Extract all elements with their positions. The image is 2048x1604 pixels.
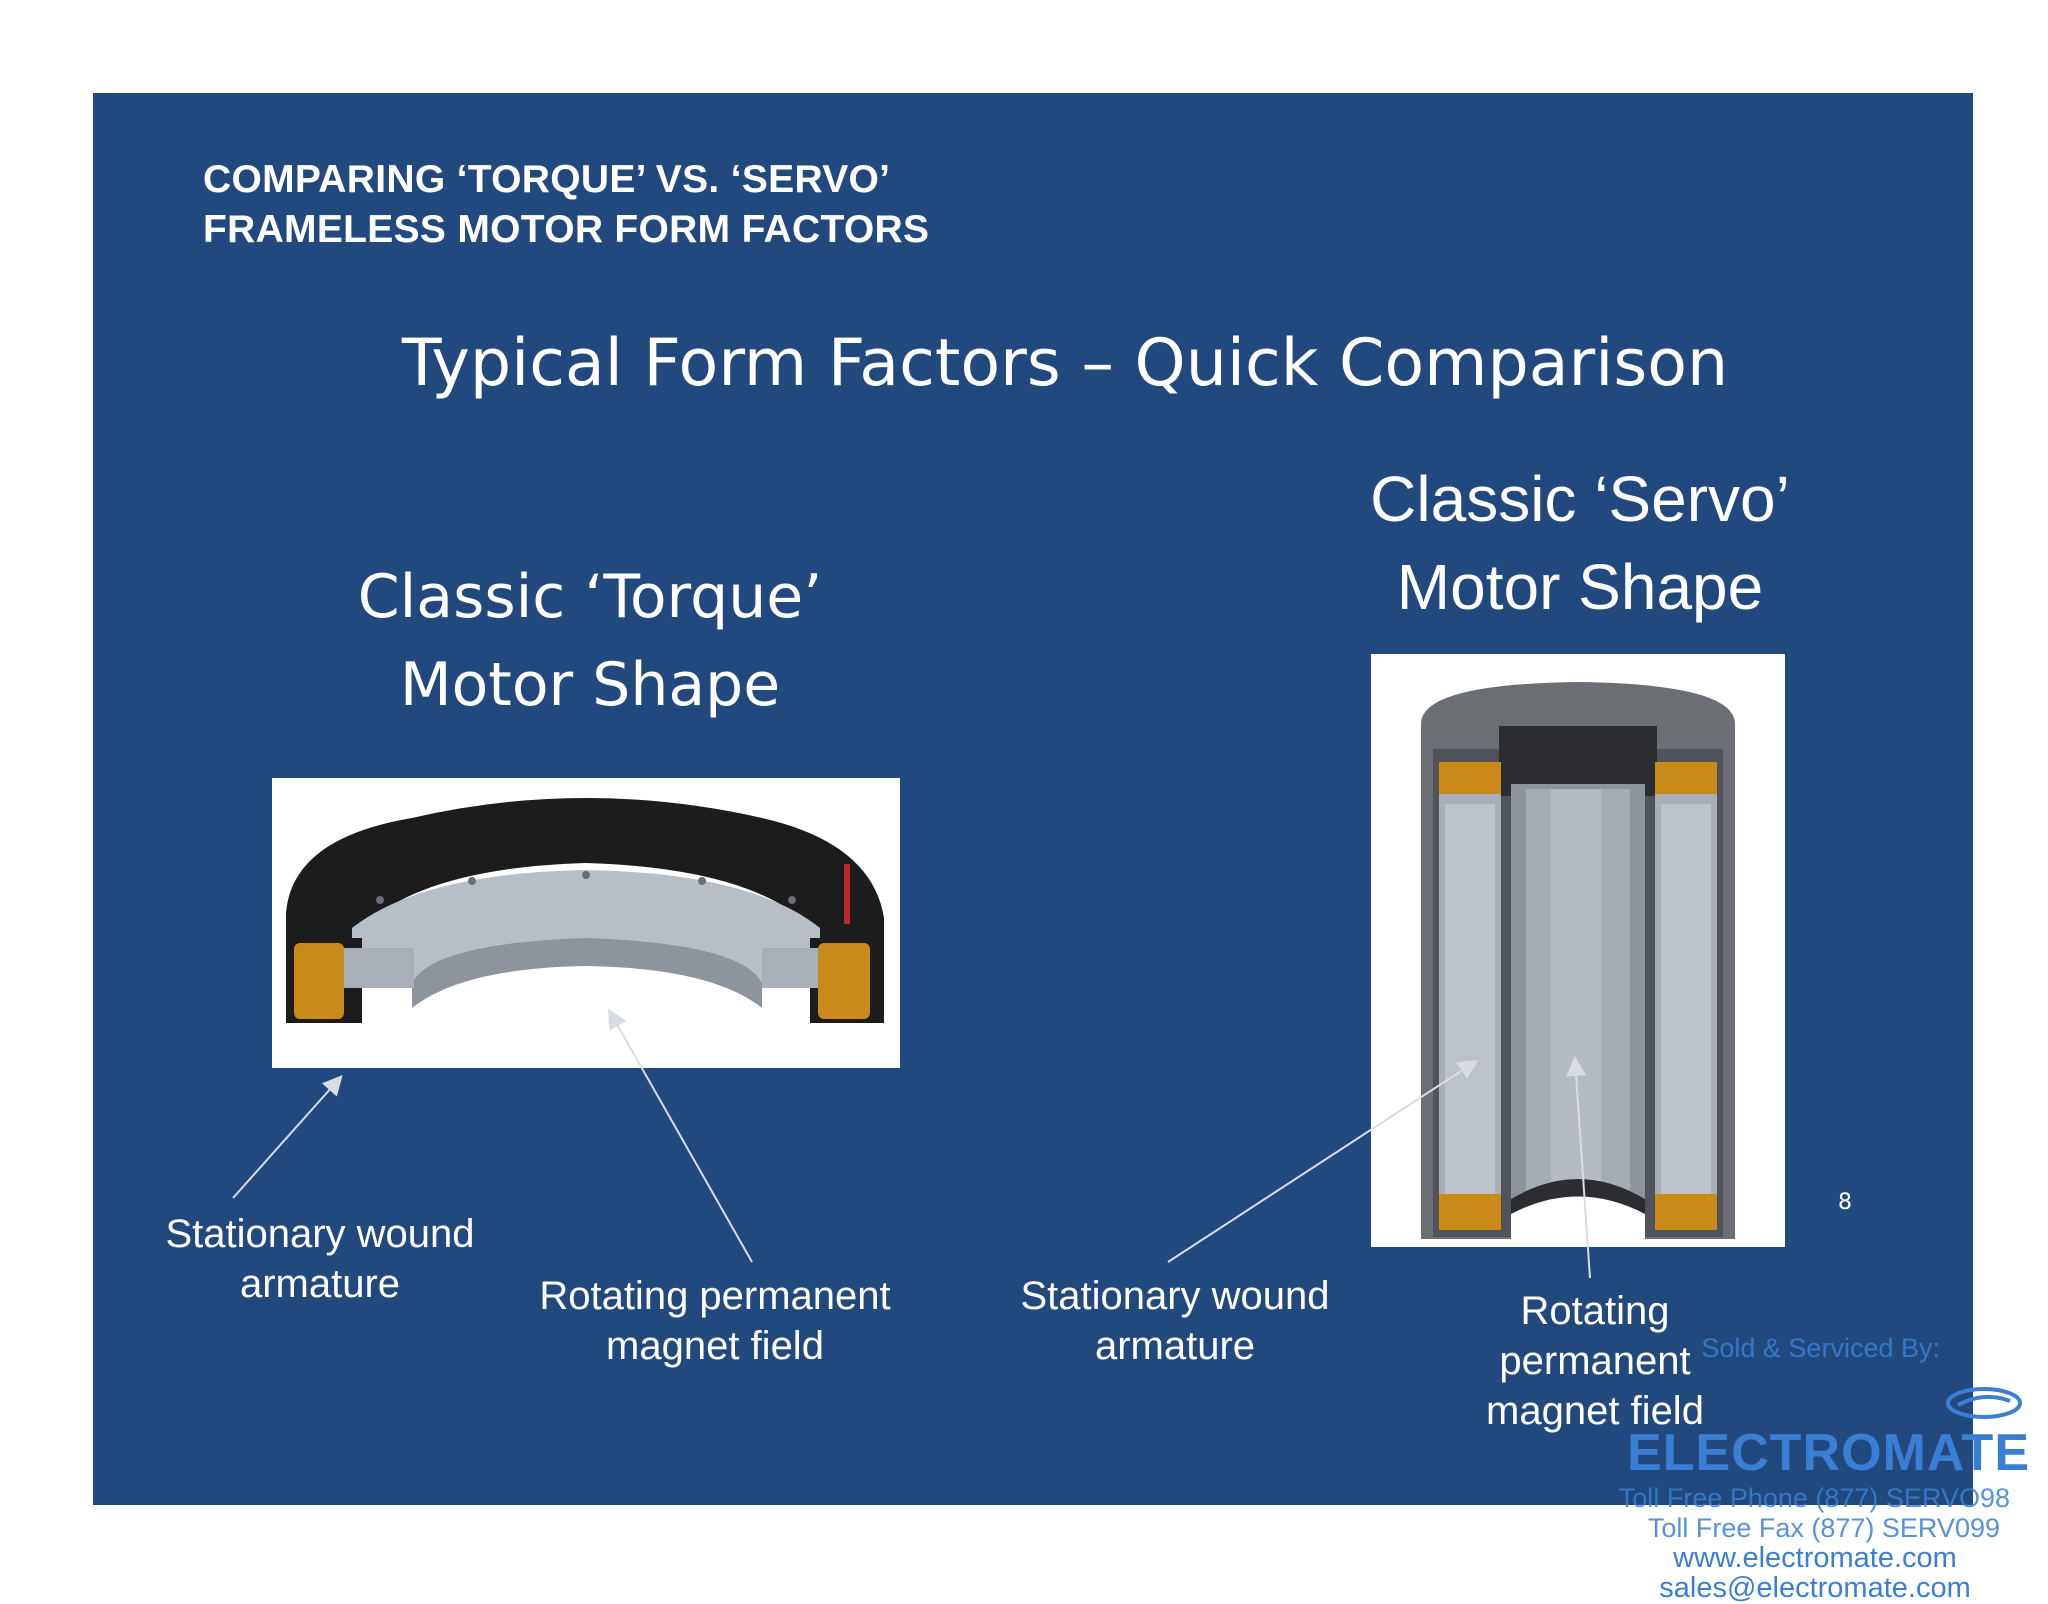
header-line-1: COMPARING ‘TORQUE’ VS. ‘SERVO’ (203, 158, 891, 201)
servo-title-line-2: Motor Shape (1396, 551, 1764, 623)
electromate-logo-icon (1944, 1376, 2024, 1420)
servo-title: Classic ‘Servo’ Motor Shape (1280, 455, 1880, 631)
servo-motor-illustration (1421, 682, 1735, 1239)
footer-email[interactable]: sales@electromate.com (1659, 1572, 1971, 1604)
torque-motor-image (272, 778, 900, 1068)
servo-armature-label-line-1: Stationary wound (1020, 1274, 1330, 1318)
torque-motor-illustration (286, 798, 884, 1023)
torque-armature-label: Stationary wound armature (138, 1209, 502, 1309)
torque-title-line-1: Classic ‘Torque’ (357, 562, 823, 632)
slide-header: COMPARING ‘TORQUE’ VS. ‘SERVO’ FRAMELESS… (203, 155, 929, 255)
main-title: Typical Form Factors – Quick Comparison (401, 326, 1729, 401)
servo-armature-label: Stationary wound armature (1000, 1271, 1350, 1371)
servo-title-line-1: Classic ‘Servo’ (1370, 463, 1790, 535)
torque-title-line-2: Motor Shape (399, 650, 781, 720)
arrow-servo-magnet (1566, 1056, 1591, 1279)
arrow-torque-armature (232, 1075, 343, 1199)
servo-motor-image (1371, 654, 1785, 1247)
footer-website[interactable]: www.electromate.com (1673, 1542, 1957, 1574)
footer-brand: ELECTROMATE (1600, 1363, 2030, 1483)
servo-armature-label-line-2: armature (1094, 1324, 1256, 1368)
servo-magnet-label-line-1: Rotating (1520, 1289, 1670, 1333)
torque-magnet-label-line-2: magnet field (606, 1324, 824, 1368)
footer-phone: Toll Free Phone (877) SERVO98 (1618, 1483, 2010, 1513)
servo-magnet-label: Rotating permanent magnet field (1460, 1286, 1730, 1436)
torque-armature-label-line-1: Stationary wound (165, 1212, 475, 1256)
torque-armature-label-line-2: armature (239, 1262, 401, 1306)
torque-magnet-label: Rotating permanent magnet field (520, 1271, 910, 1371)
arrow-servo-armature (1167, 1059, 1479, 1263)
arrow-torque-magnet (608, 1008, 753, 1263)
footer-fax: Toll Free Fax (877) SERV099 (1647, 1513, 2000, 1543)
torque-magnet-label-line-1: Rotating permanent (539, 1274, 891, 1318)
servo-magnet-label-line-3: magnet field (1486, 1389, 1704, 1433)
page-number: 8 (1838, 1190, 1852, 1215)
torque-title: Classic ‘Torque’ Motor Shape (290, 553, 890, 729)
header-line-2: FRAMELESS MOTOR FORM FACTORS (203, 208, 930, 251)
footer-branding: Sold & Serviced By: ELECTROMATE Toll Fre… (1600, 1333, 2030, 1603)
footer-sold-by: Sold & Serviced By: (1701, 1333, 1940, 1363)
servo-magnet-label-line-2: permanent (1499, 1339, 1691, 1383)
footer-brand-name: ELECTROMATE (1627, 1424, 2030, 1482)
